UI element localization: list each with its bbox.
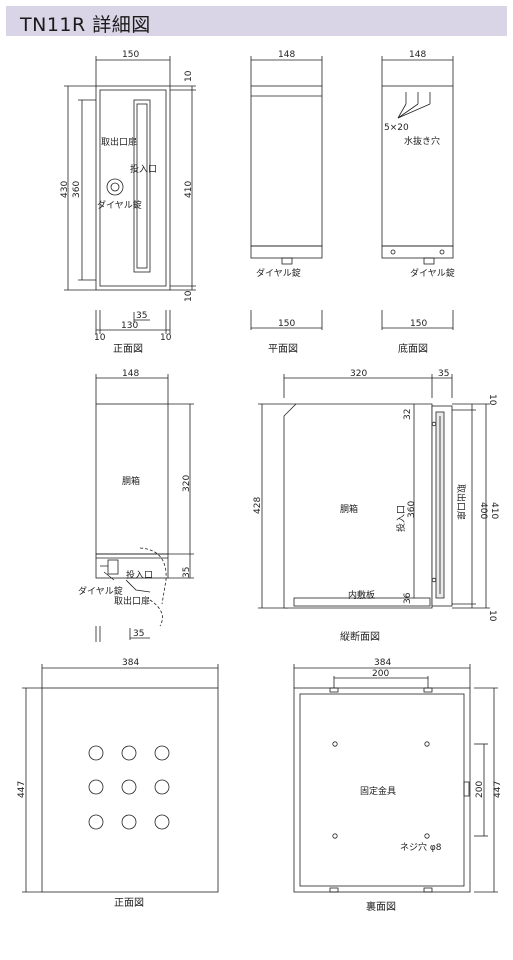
dim-front-150: 150 <box>122 50 139 60</box>
plate-hole <box>121 814 137 830</box>
top-view: 148 ダイヤル錠 150 平面図 <box>250 50 323 355</box>
label-drain-size: 5×20 <box>384 123 409 133</box>
label-side-body: 胴箱 <box>122 475 140 487</box>
caption-bottom-view: 底面図 <box>398 342 428 355</box>
dim-side-35: 35 <box>182 567 192 578</box>
plate-hole <box>121 779 137 795</box>
front-view: 150 430 360 取出口扉 投入口 ダイヤル錠 10 410 10 <box>60 50 196 355</box>
caption-front-view: 正面図 <box>113 343 143 355</box>
dim-front-35: 35 <box>136 311 147 321</box>
section-view: 320 35 428 胴箱 内敷板 32 投入口 360 36 取出口扉 10 … <box>253 369 499 643</box>
label-section-slot-360: 360 <box>407 501 417 518</box>
dim-plate-back-447: 447 <box>493 781 503 798</box>
dim-section-320: 320 <box>350 369 367 379</box>
label-drain-hole: 水抜き穴 <box>404 135 440 147</box>
label-side-slot: 投入口 <box>126 569 153 581</box>
caption-top-view: 平面図 <box>268 343 298 355</box>
plate-hole <box>88 814 104 830</box>
label-section-exit-door: 取出口扉 <box>455 484 467 520</box>
label-top-dial-lock: ダイヤル錠 <box>256 267 301 279</box>
dim-section-35: 35 <box>438 369 449 379</box>
dim-section-400: 400 <box>478 502 488 519</box>
plate-back-view: 384 200 固定金具 ネジ穴 φ8 200 447 裏面図 <box>293 658 503 913</box>
plate-hole <box>88 779 104 795</box>
label-section-body: 胴箱 <box>340 503 358 515</box>
page-title: TN11R 詳細図 <box>20 14 151 36</box>
bottom-view: 148 5×20 水抜き穴 ダイヤル錠 150 底面図 <box>381 50 455 355</box>
plate-hole <box>154 814 170 830</box>
dim-side-148: 148 <box>122 369 139 379</box>
dim-front-10b: 10 <box>160 333 172 343</box>
dim-section-32: 32 <box>403 409 413 420</box>
dim-section-410: 410 <box>489 502 499 519</box>
dim-front-130: 130 <box>121 321 138 331</box>
dim-front-top10: 10 <box>184 70 194 82</box>
title-bar: TN11R 詳細図 <box>6 6 507 36</box>
caption-plate-front: 正面図 <box>114 897 144 909</box>
dim-top-150: 150 <box>278 319 295 329</box>
label-side-exit-door: 取出口扉 <box>114 595 150 607</box>
dim-bottom-148: 148 <box>409 50 426 60</box>
label-inner-plate: 内敷板 <box>348 589 375 601</box>
dim-section-36: 36 <box>403 592 413 604</box>
dim-plate-back-384: 384 <box>374 658 391 668</box>
dim-top-148: 148 <box>278 50 295 60</box>
plate-hole <box>154 745 170 761</box>
caption-plate-back: 裏面図 <box>366 900 396 913</box>
label-dial-lock: ダイヤル錠 <box>97 199 142 211</box>
dim-section-428: 428 <box>253 497 263 514</box>
dim-plate-back-200: 200 <box>372 669 389 679</box>
label-screw-hole: ネジ穴 φ8 <box>400 841 442 853</box>
plate-front-view: 384 447 正面図 <box>17 658 219 909</box>
dim-front-10a: 10 <box>94 333 106 343</box>
dim-plate-front-447: 447 <box>17 781 27 798</box>
label-slot: 投入口 <box>130 163 157 175</box>
plate-hole <box>121 745 137 761</box>
caption-section-view: 縦断面図 <box>340 630 380 643</box>
dim-front-360: 360 <box>72 181 82 198</box>
dim-front-430: 430 <box>60 181 70 198</box>
side-view: 148 胴箱 投入口 ダイヤル錠 取出口扉 320 35 35 <box>78 369 194 642</box>
dim-side-320: 320 <box>182 475 192 492</box>
label-side-dial-lock: ダイヤル錠 <box>78 585 123 597</box>
dim-side-bottom-35: 35 <box>133 629 144 639</box>
dim-front-bottom10: 10 <box>184 290 194 302</box>
plate-hole <box>88 745 104 761</box>
dim-front-410: 410 <box>184 181 194 198</box>
dim-section-r10a: 10 <box>487 394 497 406</box>
label-bracket: 固定金具 <box>360 785 396 797</box>
dim-section-r10b: 10 <box>487 610 497 622</box>
label-section-slot: 投入口 <box>395 505 407 532</box>
plate-hole <box>154 779 170 795</box>
label-exit-door: 取出口扉 <box>101 136 137 148</box>
dim-bottom-150: 150 <box>410 319 427 329</box>
dim-plate-front-384: 384 <box>122 658 139 668</box>
label-bottom-dial-lock: ダイヤル錠 <box>410 267 455 279</box>
dim-plate-back-h200: 200 <box>475 781 485 798</box>
